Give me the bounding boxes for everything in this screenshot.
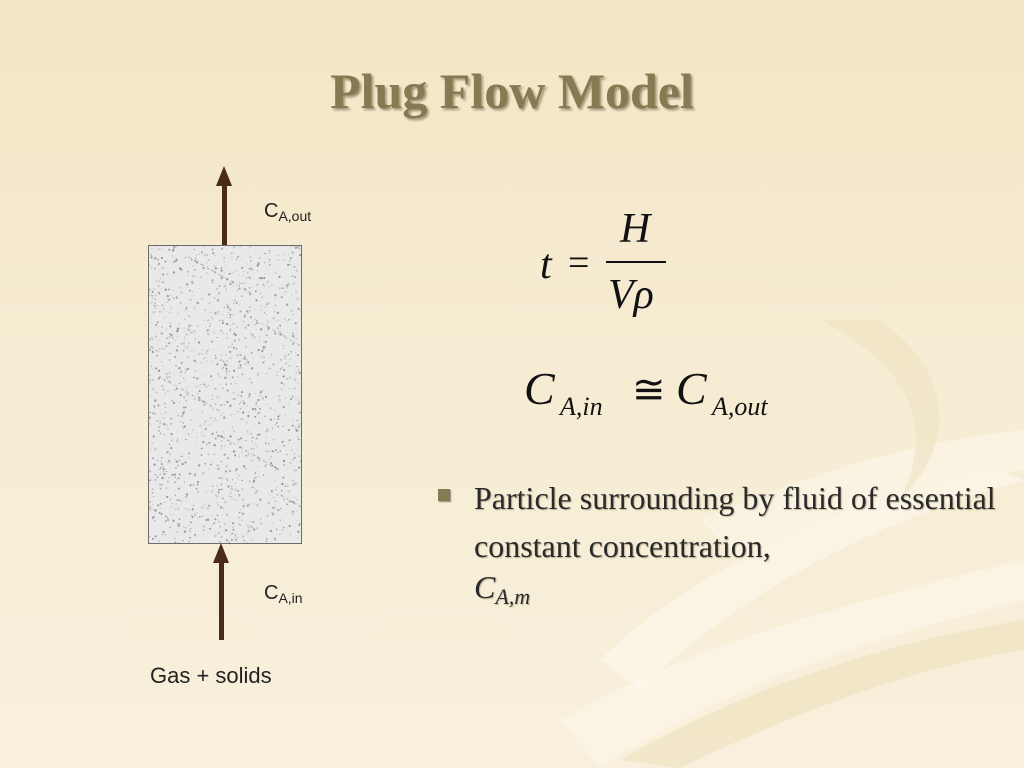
feed-label: Gas + solids — [150, 663, 272, 688]
residence-time-equation: t = H Vρ — [530, 205, 680, 325]
eq2-lhs-symbol: C — [524, 363, 555, 414]
plug-flow-reactor-bed — [148, 245, 302, 544]
eq2-rhs-symbol: C — [676, 363, 707, 414]
outlet-concentration-label: CA,out — [264, 200, 312, 224]
outlet-arrow-shaft — [222, 184, 227, 246]
bullet-text: Particle surrounding by fluid of essenti… — [474, 480, 996, 564]
eq1-numerator: H — [620, 206, 651, 252]
eq2-lhs-subscript: A,in — [560, 392, 603, 421]
eq2-operator: ≅ — [632, 367, 666, 412]
inlet-concentration-label: CA,in — [264, 582, 303, 606]
concentration-equation: C A,in ≅ C A,out — [524, 362, 804, 432]
particle-texture — [149, 246, 301, 543]
outlet-arrowhead-icon — [216, 166, 232, 186]
eq1-operator: = — [568, 242, 590, 284]
inlet-arrow-shaft — [219, 560, 224, 640]
eq1-denominator: Vρ — [608, 272, 654, 318]
inlet-arrowhead-icon — [213, 543, 229, 563]
fraction-bar — [606, 261, 666, 263]
bullet-symbol: CA,m — [474, 569, 531, 609]
slide-title: Plug Flow Model — [330, 63, 694, 119]
square-bullet-icon — [438, 489, 450, 501]
eq2-rhs-subscript: A,out — [712, 392, 768, 421]
eq1-lhs: t — [540, 242, 552, 288]
